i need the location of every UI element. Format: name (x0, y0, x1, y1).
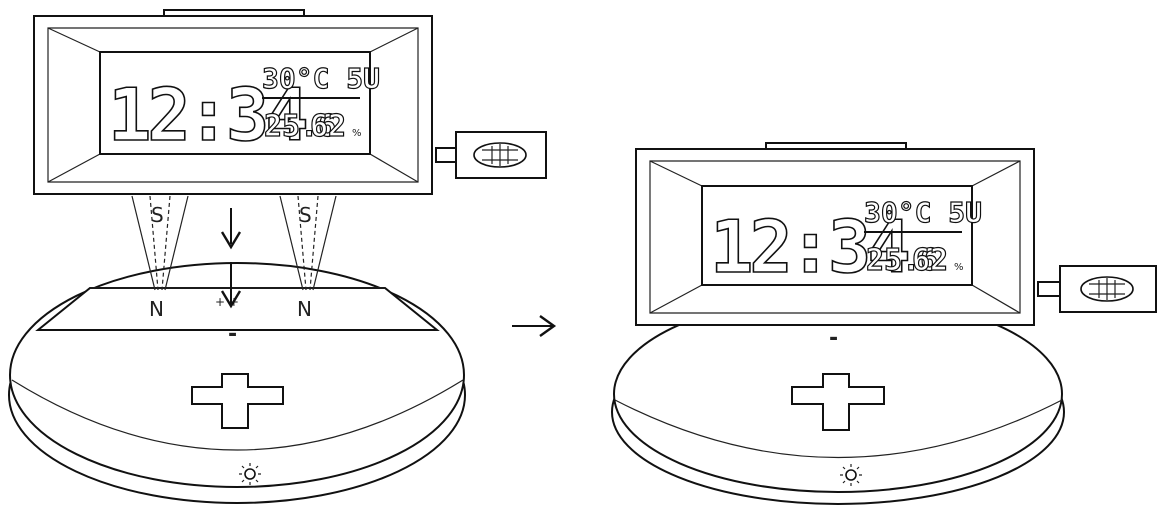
lcd-time: 12:34 (108, 73, 306, 157)
charger-edge-line (11, 379, 464, 451)
magnet-label-n-right: N (297, 297, 312, 321)
magnet-label-n-left: N (149, 297, 164, 321)
down-arrow-icon (220, 208, 242, 309)
beam-left-outer (131, 195, 189, 291)
polarity-minus-mark: - (228, 322, 237, 347)
lcd-bottom-right: 62 (310, 109, 346, 144)
lcd-screen (701, 185, 973, 286)
lcd-bottom-left: 25.6 (866, 243, 938, 278)
light-sun-icon (840, 464, 862, 486)
lcd-humidity-unit: % (352, 128, 362, 139)
lcd-humidity-unit: % (954, 262, 964, 273)
polarity-minus-mark: - (829, 326, 838, 351)
lcd-top-right: 30°C 5U (864, 196, 982, 229)
beam-left-inner (149, 195, 171, 291)
lcd-time: 12:34 (710, 205, 908, 289)
magnet-beams-left (131, 195, 337, 291)
usb-plug-left (435, 131, 547, 179)
beam-right-outer (279, 195, 337, 291)
wireless-charger-pad-left (8, 262, 466, 504)
beam-right-inner (297, 195, 319, 291)
plus-mark-icon (791, 373, 885, 431)
magnet-label-s-left: S (151, 203, 164, 227)
transition-arrow-icon (512, 315, 557, 337)
alarm-clock-left: 12:34 30°C 5U 25.6 62 % (33, 9, 547, 195)
plus-mark-icon (191, 373, 284, 429)
light-sun-icon (239, 463, 261, 485)
right-assembly: - 12:34 30°C 5U 25.6 62 % (611, 142, 1157, 505)
polarity-plus-marks: + + (215, 295, 239, 309)
lcd-bottom-right: 62 (912, 243, 948, 278)
charger-edge-line (614, 399, 1063, 458)
magnet-label-s-right: S (299, 203, 312, 227)
wireless-charger-pad-right (611, 295, 1065, 505)
lcd-bottom-left: 25.6 (264, 109, 336, 144)
lcd-top-right: 30°C 5U (262, 62, 380, 95)
usb-plug-right (1037, 265, 1157, 313)
lcd-screen (99, 51, 371, 155)
alarm-clock-right: 12:34 30°C 5U 25.6 62 % (635, 142, 1157, 326)
left-assembly: S S N N + + - 12:34 30°C 5U 25.6 62 % (8, 9, 547, 504)
